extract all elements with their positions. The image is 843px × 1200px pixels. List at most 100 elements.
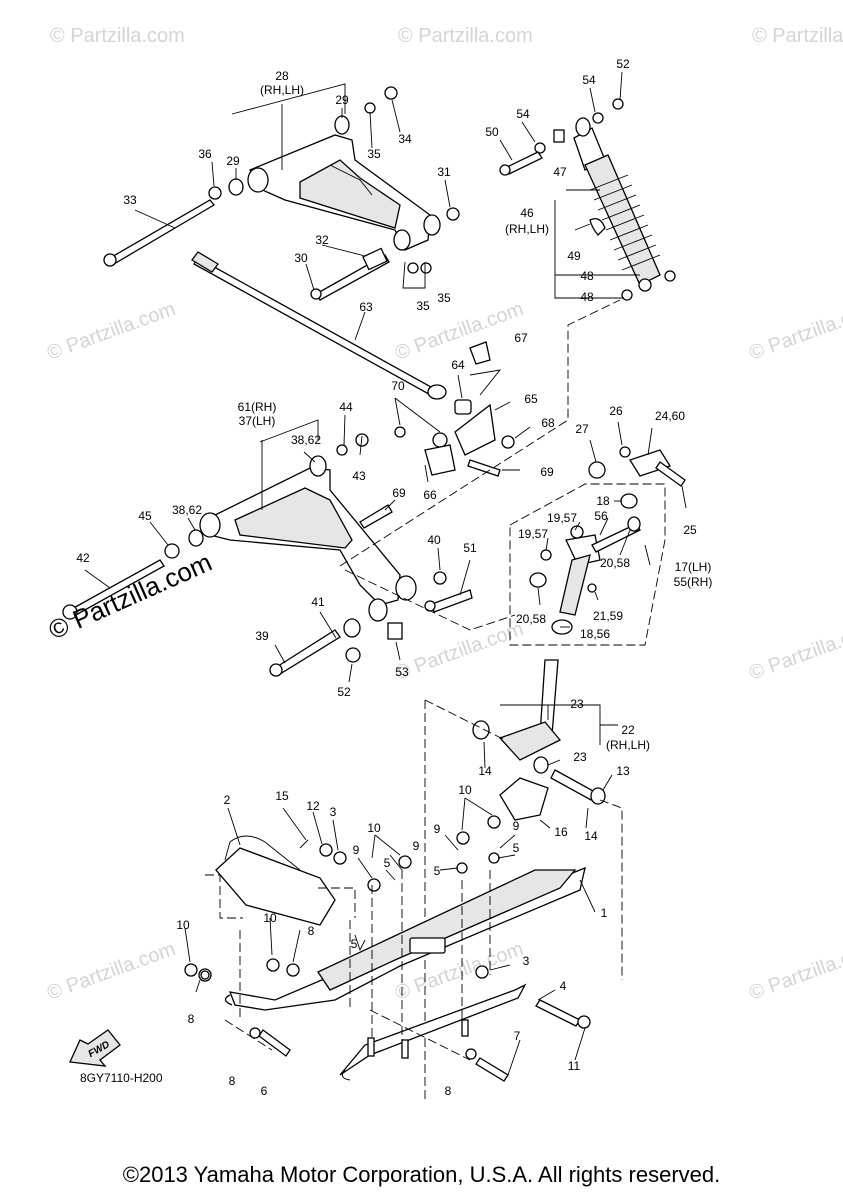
callout-label: 27 xyxy=(575,422,589,436)
callout-label: 54 xyxy=(582,73,596,87)
leader-lines-shock xyxy=(499,71,640,299)
callout-label: 26 xyxy=(609,404,623,418)
watermark: © Partzilla.com xyxy=(398,25,533,47)
watermark: © Partzilla.com xyxy=(50,25,185,47)
shock-absorber xyxy=(499,98,676,301)
callout-label: 34 xyxy=(398,132,412,146)
callout-label: 5 xyxy=(434,864,441,878)
callout-label: 8 xyxy=(229,1074,236,1088)
callout-label: 9 xyxy=(413,839,420,853)
callout-label: 39 xyxy=(255,629,269,643)
leader-lines-tie-rod xyxy=(354,311,531,483)
callout-label: 3 xyxy=(330,805,337,819)
callout-label: (RH,LH) xyxy=(606,738,650,752)
callout-label: 25 xyxy=(683,523,697,537)
copyright-notice: ©2013 Yamaha Motor Corporation, U.S.A. A… xyxy=(122,1162,721,1187)
callout-label: 53 xyxy=(395,665,409,679)
callout-label: 48 xyxy=(580,269,594,283)
callout-label: 1 xyxy=(601,906,608,920)
callout-label: 49 xyxy=(567,249,581,263)
callout-label: 22 xyxy=(621,723,635,737)
lower-a-arm xyxy=(62,433,473,677)
callout-label: 64 xyxy=(451,358,465,372)
callout-label: 70 xyxy=(391,379,405,393)
callout-label: 20,58 xyxy=(516,612,546,626)
callout-label: 10 xyxy=(176,918,190,932)
callout-label: 18 xyxy=(596,494,610,508)
callout-label: 66 xyxy=(423,488,437,502)
callout-label: 10 xyxy=(367,821,381,835)
callout-label: 38,62 xyxy=(291,433,321,447)
callout-label: 16 xyxy=(554,825,568,839)
callout-label: 31 xyxy=(437,165,451,179)
callout-label: 12 xyxy=(306,799,320,813)
callout-label: 23 xyxy=(573,750,587,764)
callout-label: 61(RH) xyxy=(238,400,277,414)
callout-label: (RH,LH) xyxy=(505,222,549,236)
leader-lines-lower xyxy=(84,299,621,683)
callout-label: 65 xyxy=(524,392,538,406)
callout-label: 13 xyxy=(616,764,630,778)
callout-label: 5 xyxy=(513,841,520,855)
leader-lines-upper xyxy=(134,83,451,291)
callout-label: 8 xyxy=(445,1084,452,1098)
callout-label: 3 xyxy=(523,954,530,968)
ski-column xyxy=(424,659,623,1100)
leader-lines-ski xyxy=(184,797,596,1076)
callout-label: 7 xyxy=(514,1029,521,1043)
callout-label: 4 xyxy=(560,979,567,993)
callout-label: 28 xyxy=(275,69,289,83)
callout-label: 15 xyxy=(275,789,289,803)
callout-label: 67 xyxy=(514,331,528,345)
callout-labels: 28(RH,LH)2929343536313332303535525454504… xyxy=(76,57,712,1098)
callout-label: 14 xyxy=(478,764,492,778)
callout-label: 36 xyxy=(198,147,212,161)
callout-label: 35 xyxy=(416,299,430,313)
callout-label: 52 xyxy=(337,685,351,699)
fwd-arrow-icon: FWD xyxy=(69,1029,121,1067)
callout-label: 24,60 xyxy=(655,409,685,423)
callout-label: 43 xyxy=(352,469,366,483)
callout-label: 54 xyxy=(516,107,530,121)
callout-label: 18,56 xyxy=(580,627,610,641)
callout-label: 47 xyxy=(553,165,567,179)
watermark: © Partzilla.com xyxy=(392,618,526,685)
watermark: © Partzilla.com xyxy=(746,938,843,1005)
diagram-code: 8GY7110-H200 xyxy=(80,1071,163,1085)
callout-label: 29 xyxy=(335,93,349,107)
callout-label: 38,62 xyxy=(172,503,202,517)
callout-label: 41 xyxy=(311,595,325,609)
callout-label: 69 xyxy=(540,465,554,479)
callout-label: 35 xyxy=(367,147,381,161)
callout-label: (RH,LH) xyxy=(260,83,304,97)
callout-label: 5 xyxy=(351,937,358,951)
callout-label: 5 xyxy=(384,856,391,870)
callout-label: 11 xyxy=(568,1059,581,1073)
callout-label: 8 xyxy=(188,1012,195,1026)
callout-label: 40 xyxy=(427,533,441,547)
callout-label: 42 xyxy=(76,551,90,565)
callout-label: 52 xyxy=(616,57,630,71)
callout-label: 68 xyxy=(541,416,555,430)
ski xyxy=(184,815,591,1082)
callout-label: 17(LH) xyxy=(675,560,712,574)
callout-label: 56 xyxy=(594,509,608,523)
callout-label: 10 xyxy=(458,783,472,797)
watermark: © Partzilla.com xyxy=(44,938,178,1005)
callout-label: 44 xyxy=(339,400,353,414)
spindle-assembly xyxy=(509,446,686,646)
callout-label: 8 xyxy=(308,924,315,938)
leader-lines-spindle xyxy=(537,421,687,628)
callout-label: 51 xyxy=(463,541,477,555)
callout-label: 9 xyxy=(513,819,520,833)
callout-label: 21,59 xyxy=(593,609,623,623)
callout-label: 45 xyxy=(138,509,152,523)
watermark: © Partzilla.com xyxy=(392,298,526,365)
callout-label: 50 xyxy=(485,125,499,139)
watermark: © Partzilla.com xyxy=(746,298,843,365)
watermark: © Partzilla.com xyxy=(746,618,843,685)
callout-label: 69 xyxy=(392,486,406,500)
callout-label: 14 xyxy=(584,829,598,843)
callout-label: 19,57 xyxy=(518,527,548,541)
